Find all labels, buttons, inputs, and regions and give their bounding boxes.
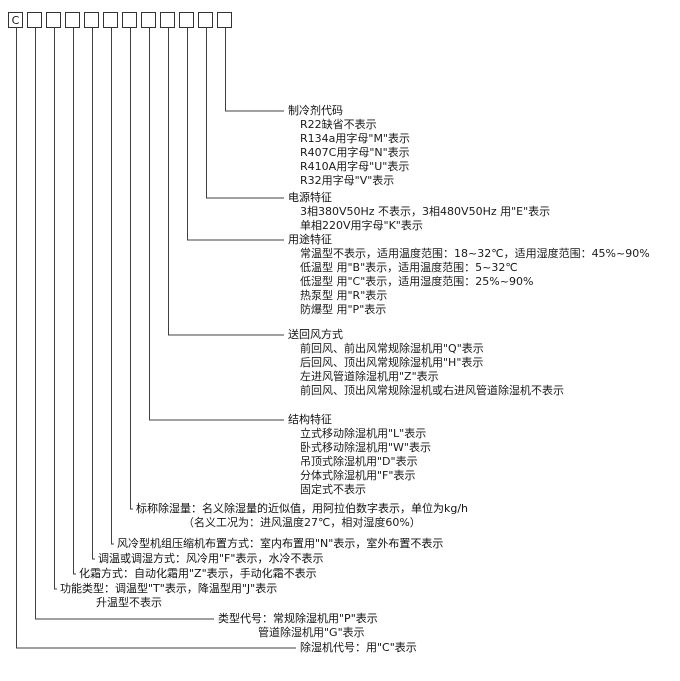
model-code-box-7 (122, 12, 137, 28)
connector-airflow (168, 28, 284, 336)
field-function-type-title: 功能类型：调温型"T"表示，降温型用"J"表示 (60, 582, 278, 595)
field-capacity-title: 标称除湿量：名义除湿量的近似值，用阿拉伯数字表示，单位为kg/h (136, 502, 469, 515)
connector-compressor (111, 28, 114, 545)
model-code-box-1: C (8, 12, 23, 28)
field-structure-item: 分体式除湿机用"F"表示 (300, 469, 416, 482)
field-refrigerant-item: R22缺省不表示 (300, 118, 377, 131)
field-power-item: 单相220V用字母"K"表示 (300, 219, 423, 232)
model-code-box-5 (84, 12, 99, 28)
model-code-box-12 (217, 12, 232, 28)
connector-type-code (35, 28, 214, 620)
connector-product-code (16, 28, 296, 649)
connector-refrigerant (225, 28, 284, 112)
field-refrigerant-item: R410A用字母"U"表示 (300, 160, 410, 173)
field-refrigerant-title: 制冷剂代码 (288, 104, 343, 117)
field-usage-title: 用途特征 (288, 233, 332, 246)
field-usage-item: 防爆型 用"P"表示 (300, 303, 387, 316)
field-structure-item: 吊顶式除湿机用"D"表示 (300, 455, 418, 468)
field-function-type-item: 升温型不表示 (96, 596, 162, 609)
field-structure-title: 结构特征 (288, 413, 332, 426)
field-power-title: 电源特征 (288, 191, 332, 204)
field-cooling-mode-title: 调温或调湿方式：风冷用"F"表示，水冷不表示 (98, 552, 324, 565)
model-code-box-6 (103, 12, 118, 28)
field-product-code-title: 除湿机代号：用"C"表示 (300, 641, 417, 654)
connector-defrost (73, 28, 76, 575)
field-airflow-title: 送回风方式 (288, 328, 343, 341)
field-type-code-title: 类型代号：常规除湿机用"P"表示 (218, 612, 378, 625)
field-capacity-item: （名义工况为：进风温度27℃，相对湿度60%） (183, 516, 421, 529)
model-code-box-4 (65, 12, 80, 28)
model-code-box-9 (160, 12, 175, 28)
field-type-code-item: 管道除湿机用"G"表示 (258, 626, 365, 639)
field-refrigerant-item: R407C用字母"N"表示 (300, 146, 410, 159)
field-usage-item: 低湿型 用"C"表示，适用湿度范围：25%~90% (300, 275, 534, 288)
connector-function-type (54, 28, 57, 590)
connector-power (206, 28, 284, 199)
field-airflow-item: 左进风管道除湿机用"Z"表示 (300, 370, 439, 383)
connector-cooling-mode (92, 28, 95, 560)
field-structure-item: 固定式不表示 (300, 483, 366, 496)
field-airflow-item: 后回风、顶出风常规除湿机用"H"表示 (300, 356, 484, 369)
field-defrost-title: 化霜方式：自动化霜用"Z"表示，手动化霜不表示 (79, 567, 317, 580)
field-refrigerant-item: R32用字母"V"表示 (300, 174, 395, 187)
connector-capacity (130, 28, 133, 510)
connector-usage (187, 28, 284, 241)
field-compressor-title: 风冷型机组压缩机布置方式：室内布置用"N"表示，室外布置不表示 (117, 537, 444, 550)
field-airflow-item: 前回风、顶出风常规除湿机或右进风管道除湿机不表示 (300, 384, 564, 397)
field-usage-item: 常温型不表示，适用温度范围：18~32℃，适用湿度范围：45%~90% (300, 247, 650, 260)
field-usage-item: 热泵型 用"R"表示 (300, 289, 388, 302)
model-code-box-11 (198, 12, 213, 28)
field-structure-item: 卧式移动除湿机用"W"表示 (300, 441, 431, 454)
model-code-box-3 (46, 12, 61, 28)
model-code-box-8 (141, 12, 156, 28)
model-code-box-2 (27, 12, 42, 28)
field-airflow-item: 前回风、前出风常规除湿机用"Q"表示 (300, 342, 484, 355)
model-code-box-10 (179, 12, 194, 28)
connector-structure (149, 28, 284, 421)
field-usage-item: 低温型 用"B"表示，适用温度范围：5~32℃ (300, 261, 518, 274)
field-structure-item: 立式移动除湿机用"L"表示 (300, 427, 427, 440)
field-refrigerant-item: R134a用字母"M"表示 (300, 132, 410, 145)
field-power-item: 3相380V50Hz 不表示，3相480V50Hz 用"E"表示 (300, 205, 551, 218)
